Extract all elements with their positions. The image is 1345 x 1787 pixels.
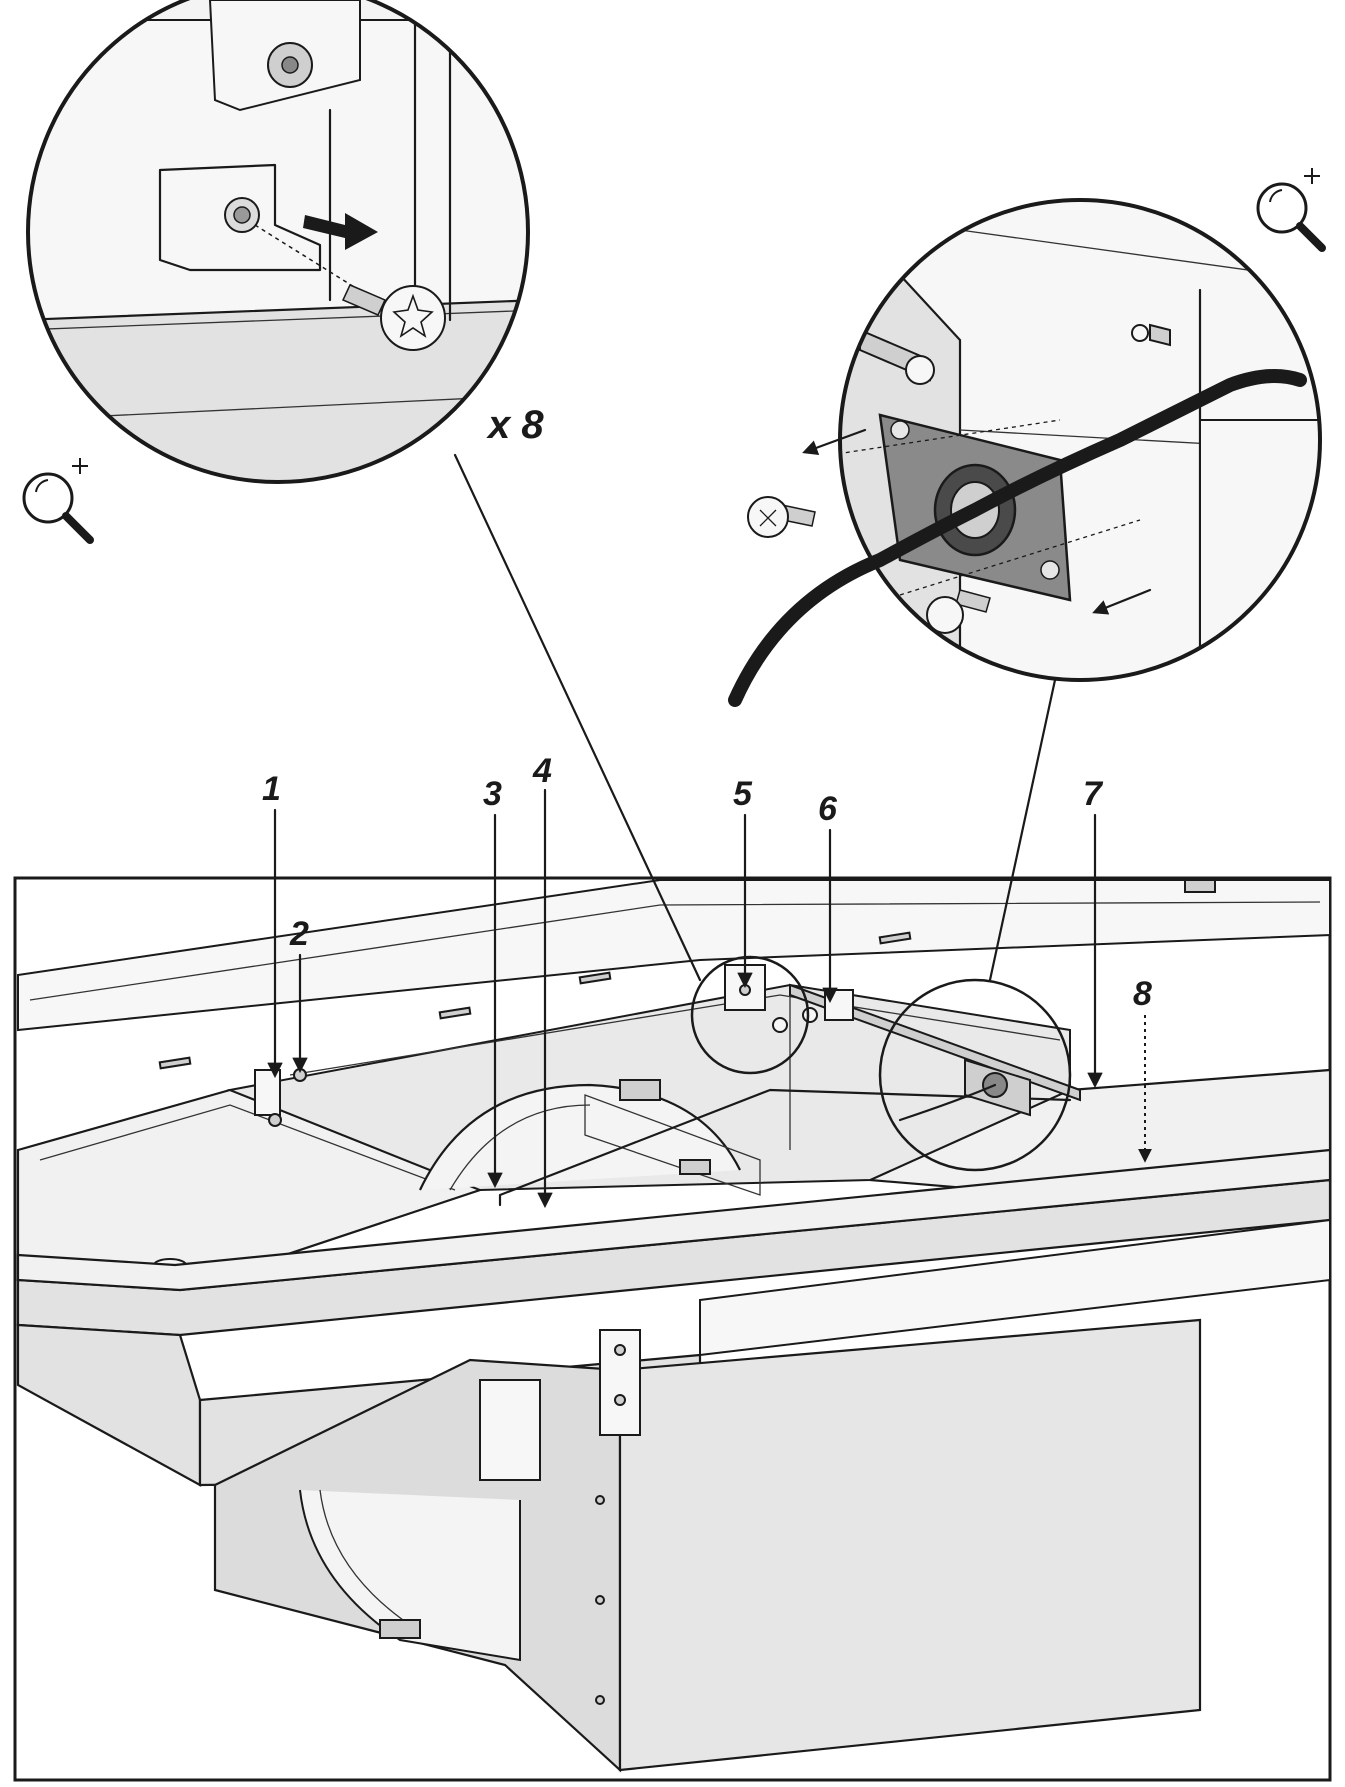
quantity-label: x 8	[486, 403, 544, 447]
detached-screw-lower	[926, 589, 991, 634]
magnifier-zoom-in-icon-right	[1256, 168, 1326, 252]
callout-4: 4	[532, 752, 552, 790]
callout-2: 2	[289, 915, 309, 953]
detail-marker-cable	[878, 978, 1072, 1172]
grommet-plate-main	[898, 1058, 1031, 1122]
direction-arrow	[303, 213, 378, 250]
power-cable	[728, 369, 1307, 707]
detached-screw-upper	[747, 496, 816, 538]
detail-marker-screw	[690, 955, 810, 1075]
callout-5: 5	[733, 775, 753, 813]
detail-screw-removal	[26, 0, 530, 484]
detached-screw	[341, 284, 446, 351]
back-rim	[17, 879, 1331, 1032]
magnifier-zoom-in-icon	[22, 458, 94, 544]
callout-3: 3	[483, 775, 502, 813]
hood-right-panel	[699, 1218, 1331, 1357]
callout-8: 8	[1133, 975, 1152, 1013]
cable-rail	[789, 983, 1081, 1102]
leader-to-cable-detail	[988, 678, 1057, 982]
removal-arrow	[802, 428, 867, 455]
callout-1: 1	[262, 770, 281, 808]
blower-housing	[419, 1079, 761, 1196]
callout-6: 6	[818, 790, 838, 828]
main-assembly-view	[13, 453, 1332, 1782]
motor-box-right	[618, 1318, 1202, 1772]
motor-ring	[299, 1329, 641, 1705]
rim-slots	[158, 879, 1216, 1070]
front-frame-top	[16, 1148, 1332, 1292]
leader-to-screw-detail	[453, 453, 702, 982]
detail-cable-grommet	[838, 198, 1322, 682]
callout-labels: 1 2 3 4 5 6 7 8	[262, 752, 1152, 1013]
callout-7: 7	[1083, 775, 1104, 813]
